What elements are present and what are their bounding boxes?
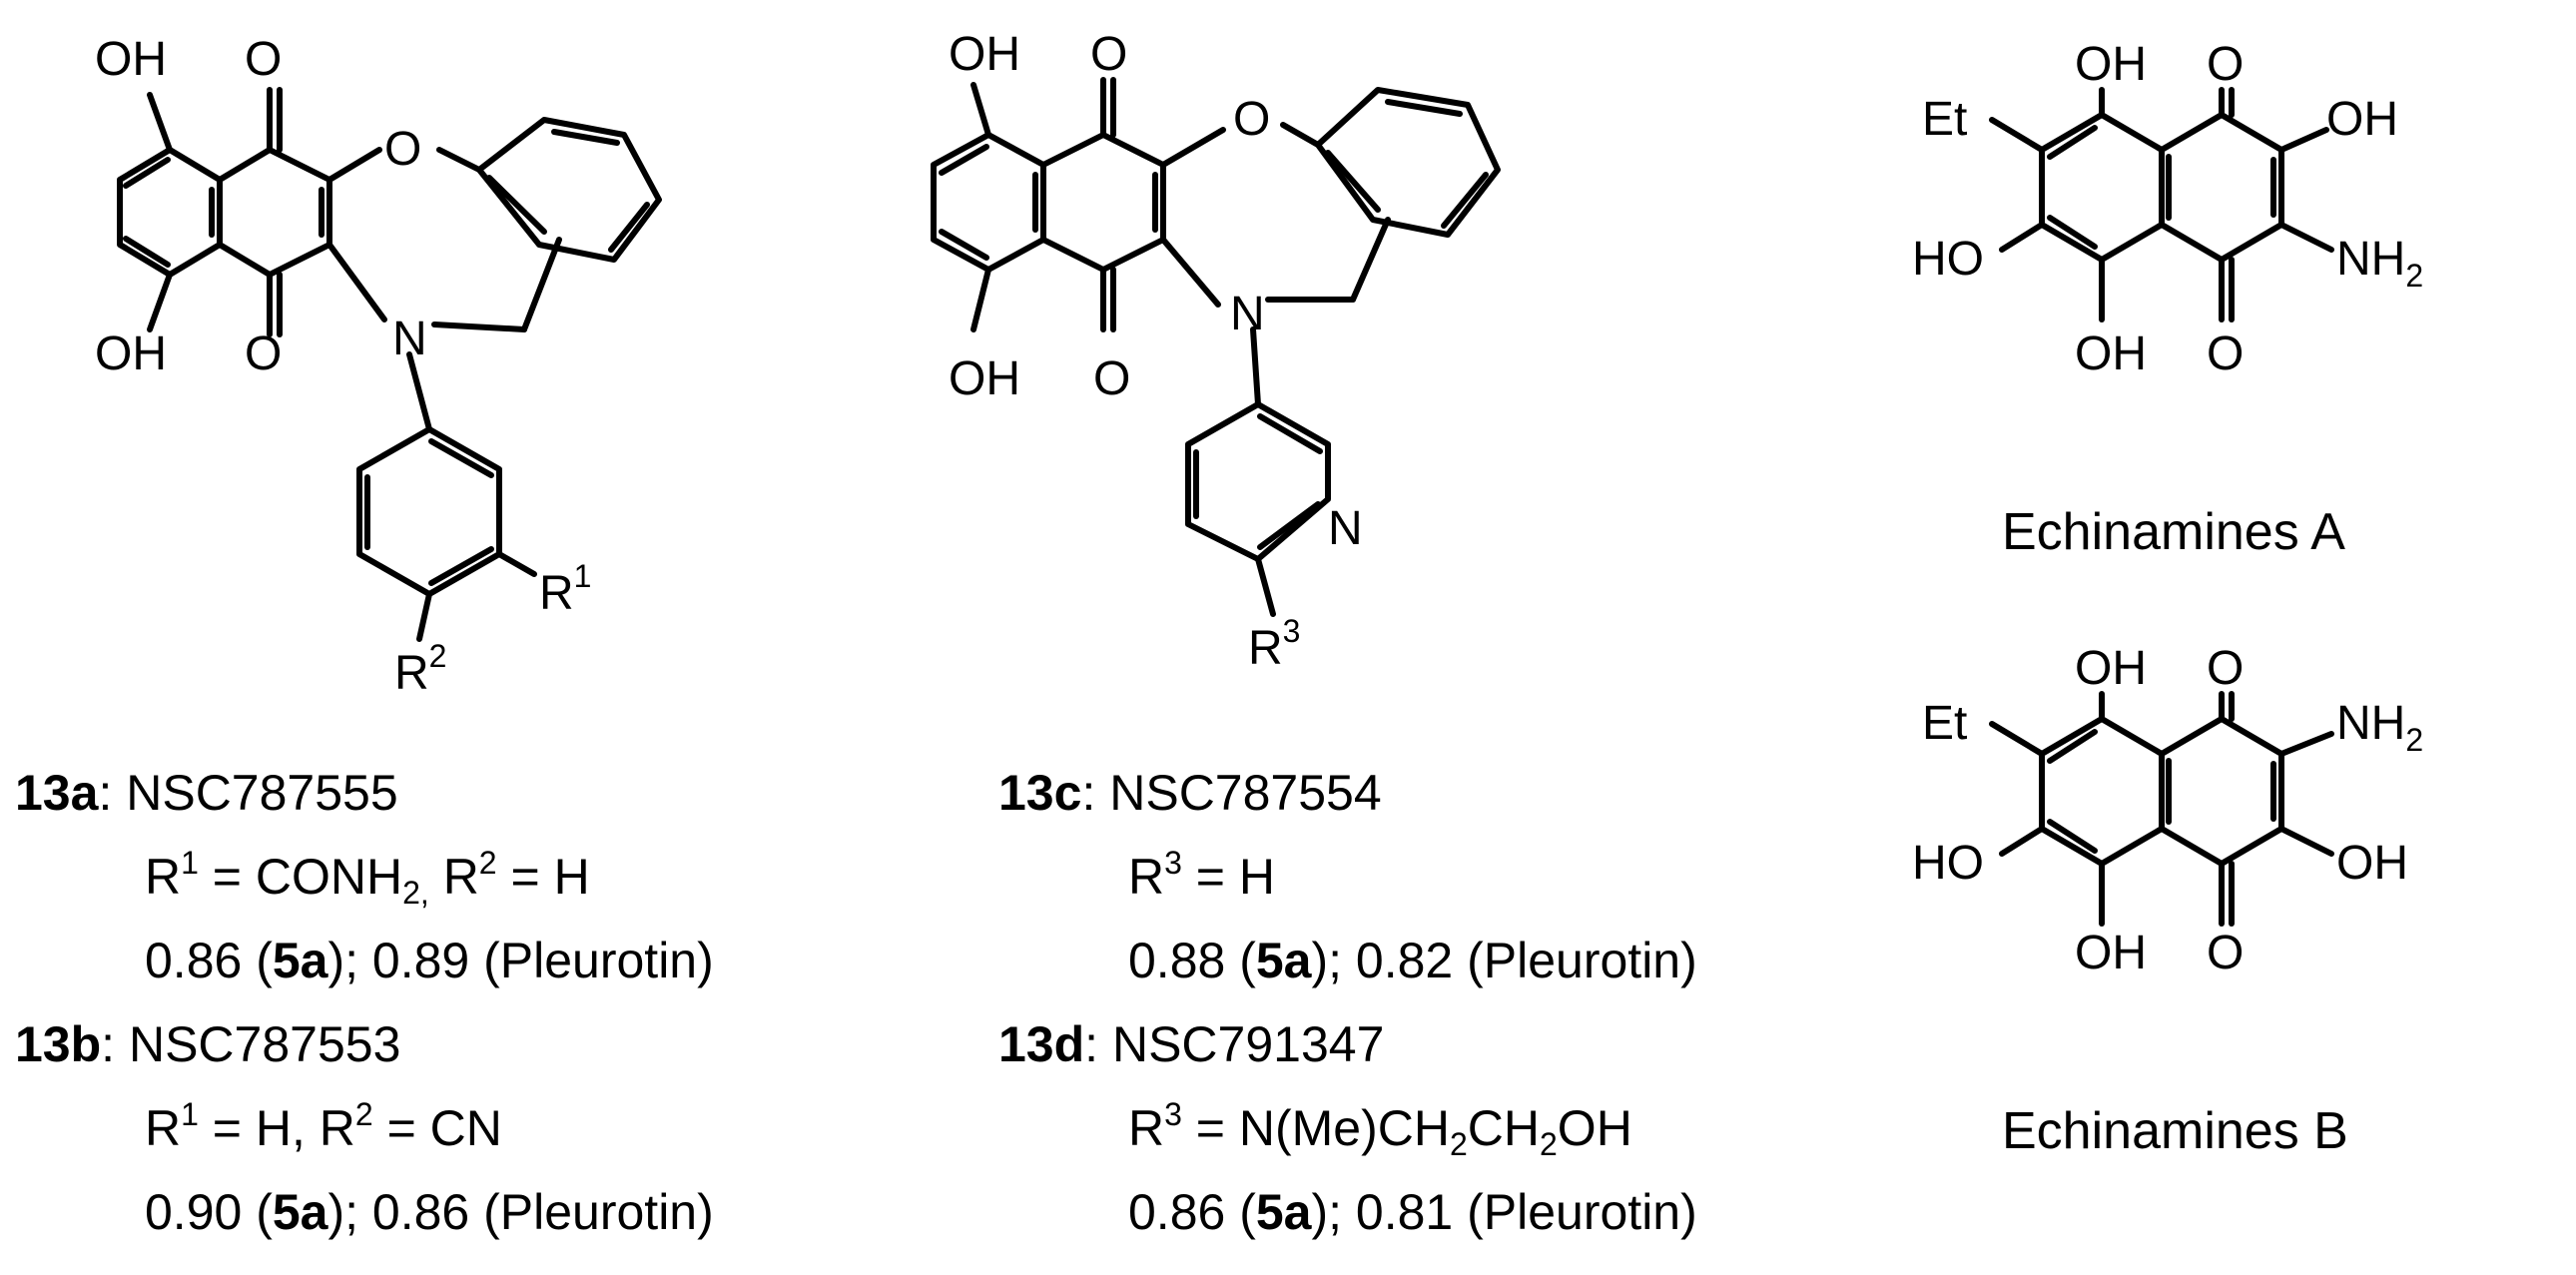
atom-et-b: Et (1922, 697, 1967, 750)
structure-echinamines-b (1989, 691, 2334, 927)
atom-o2-b: O (2207, 927, 2244, 979)
atom-o1-a: O (2207, 38, 2244, 91)
caption-13b-substituents: R1 = H, R2 = CN (145, 1096, 502, 1156)
atom-ho-a: HO (1912, 233, 1984, 286)
caption-13b-title: 13b: NSC787553 (15, 1016, 401, 1072)
caption-13c-values: 0.88 (5a); 0.82 (Pleurotin) (1128, 933, 1697, 988)
atom-r2: R2 (394, 638, 446, 700)
caption-echinamines-a: Echinamines A (2002, 503, 2345, 561)
caption-13c-title: 13c: NSC787554 (998, 765, 1382, 821)
caption-13a-substituents: R1 = CONH2, R2 = H (145, 845, 590, 911)
caption-13d-title: 13d: NSC791347 (998, 1016, 1385, 1072)
atom-oh-bot-13ab: OH (95, 327, 167, 380)
atom-n-13cd: N (1230, 288, 1265, 340)
atom-o-top-13cd: O (1090, 28, 1127, 81)
caption-13a-title: 13a: NSC787555 (15, 765, 398, 821)
caption-13c-substituents: R3 = H (1128, 845, 1275, 905)
structure-13cd (931, 77, 1501, 617)
atom-oh-top-13ab: OH (95, 33, 167, 86)
atom-oh2-a: OH (2326, 93, 2398, 146)
atom-oh1-b: OH (2075, 642, 2147, 695)
atom-pyridine-n: N (1328, 502, 1363, 555)
caption-13a-values: 0.86 (5a); 0.89 (Pleurotin) (145, 933, 714, 988)
atom-o-ring-13ab: O (384, 123, 421, 176)
structure-echinamines-a (1989, 87, 2334, 322)
structure-13ab (117, 87, 662, 642)
atom-o-top-13ab: O (245, 33, 282, 86)
atom-o-bot-13ab: O (245, 327, 282, 380)
atom-oh1-a: OH (2075, 38, 2147, 91)
atom-oh-top-13cd: OH (949, 28, 1020, 81)
atom-r3: R3 (1248, 613, 1300, 675)
atom-oh3-a: OH (2075, 327, 2147, 380)
atom-o2-a: O (2207, 327, 2244, 380)
atom-o1-b: O (2207, 642, 2244, 695)
caption-13c-13d: 13c: NSC787554 R3 = H 0.88 (5a); 0.82 (P… (998, 751, 1697, 1254)
caption-13b-values: 0.90 (5a); 0.86 (Pleurotin) (145, 1184, 714, 1240)
atom-oh2-b: OH (2336, 837, 2408, 890)
caption-13a-13b: 13a: NSC787555 R1 = CONH2, R2 = H 0.86 (… (15, 751, 714, 1254)
atom-ho-b: HO (1912, 837, 1984, 890)
caption-13d-values: 0.86 (5a); 0.81 (Pleurotin) (1128, 1184, 1697, 1240)
atom-oh3-b: OH (2075, 927, 2147, 979)
atom-et-a: Et (1922, 93, 1967, 146)
caption-echinamines-b: Echinamines B (2002, 1102, 2348, 1160)
caption-13d-substituents: R3 = N(Me)CH2CH2OH (1128, 1096, 1632, 1162)
atom-o-bot-13cd: O (1093, 352, 1130, 405)
atom-nh2-a: NH2 (2336, 233, 2423, 294)
atom-n-13ab: N (392, 313, 427, 365)
atom-nh2-b: NH2 (2336, 697, 2423, 758)
atom-r1: R1 (539, 558, 591, 620)
atom-oh-bot-13cd: OH (949, 352, 1020, 405)
atom-o-ring-13cd: O (1233, 93, 1270, 146)
